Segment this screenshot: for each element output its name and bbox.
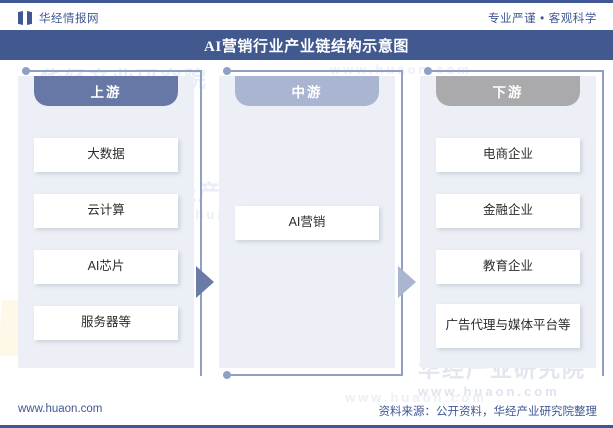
node-downstream-1[interactable]: 金融企业 <box>436 194 580 228</box>
book-icon <box>18 11 32 25</box>
frame-dot <box>22 67 30 75</box>
brand: 华经情报网 <box>18 10 99 26</box>
chart-title-band: AI营销行业产业链结构示意图 <box>0 30 613 60</box>
frame-line-horizontal <box>28 70 202 72</box>
column-header-midstream: 中游 <box>235 76 379 106</box>
frame-dot <box>223 67 231 75</box>
footer: www.huaon.com 资料来源：公开资料，华经产业研究院整理 <box>0 395 613 428</box>
frame-dot <box>424 67 432 75</box>
top-bar: 华经情报网 专业严谨 • 客观科学 <box>0 0 613 30</box>
node-upstream-3[interactable]: 服务器等 <box>34 306 178 340</box>
frame-line-horizontal <box>229 374 403 376</box>
footer-url[interactable]: www.huaon.com <box>18 403 103 415</box>
node-midstream-0[interactable]: AI营销 <box>235 206 379 240</box>
node-upstream-0[interactable]: 大数据 <box>34 138 178 172</box>
column-upstream: 上游 大数据 云计算 AI芯片 服务器等 <box>18 76 194 368</box>
node-upstream-2[interactable]: AI芯片 <box>34 250 178 284</box>
footer-source: 资料来源：公开资料，华经产业研究院整理 <box>378 406 598 418</box>
brand-name: 华经情报网 <box>39 13 99 25</box>
node-downstream-2[interactable]: 教育企业 <box>436 250 580 284</box>
node-upstream-1[interactable]: 云计算 <box>34 194 178 228</box>
column-downstream: 下游 电商企业 金融企业 教育企业 广告代理与媒体平台等 <box>420 76 596 368</box>
value-chain-diagram: 上游 大数据 云计算 AI芯片 服务器等 中游 AI营销 下游 电商企业 金融企… <box>0 60 613 392</box>
frame-line-vertical <box>200 70 202 376</box>
page-title: AI营销行业产业链结构示意图 <box>203 38 410 55</box>
column-header-upstream: 上游 <box>34 76 178 106</box>
column-midstream: 中游 AI营销 <box>219 76 395 368</box>
frame-line-vertical <box>602 70 604 376</box>
column-header-downstream: 下游 <box>436 76 580 106</box>
brand-slogan: 专业严谨 • 客观科学 <box>487 13 597 25</box>
frame-line-horizontal <box>430 70 604 72</box>
frame-line-vertical <box>401 70 403 376</box>
arrow-upstream-to-midstream <box>196 266 214 298</box>
node-downstream-3[interactable]: 广告代理与媒体平台等 <box>436 304 580 348</box>
node-downstream-0[interactable]: 电商企业 <box>436 138 580 172</box>
frame-line-horizontal <box>229 70 403 72</box>
arrow-midstream-to-downstream <box>398 266 416 298</box>
frame-dot <box>223 371 231 379</box>
